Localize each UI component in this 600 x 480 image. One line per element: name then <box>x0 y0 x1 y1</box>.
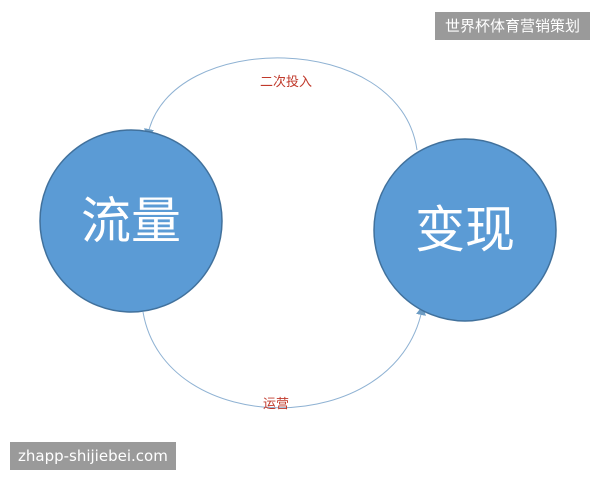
watermark-top-right: 世界杯体育营销策划 <box>434 12 590 40</box>
top-arrow <box>144 57 418 151</box>
bottom-arrow <box>142 305 426 409</box>
traffic-node <box>39 129 223 313</box>
secondary-investment-label: 二次投入 <box>260 74 312 90</box>
monetization-label: 变现 <box>415 201 515 259</box>
monetization-node <box>373 138 557 322</box>
watermark-bottom-left: zhapp-shijiebei.com <box>10 442 176 470</box>
operations-label: 运营 <box>263 397 289 412</box>
traffic-label: 流量 <box>81 192 181 250</box>
